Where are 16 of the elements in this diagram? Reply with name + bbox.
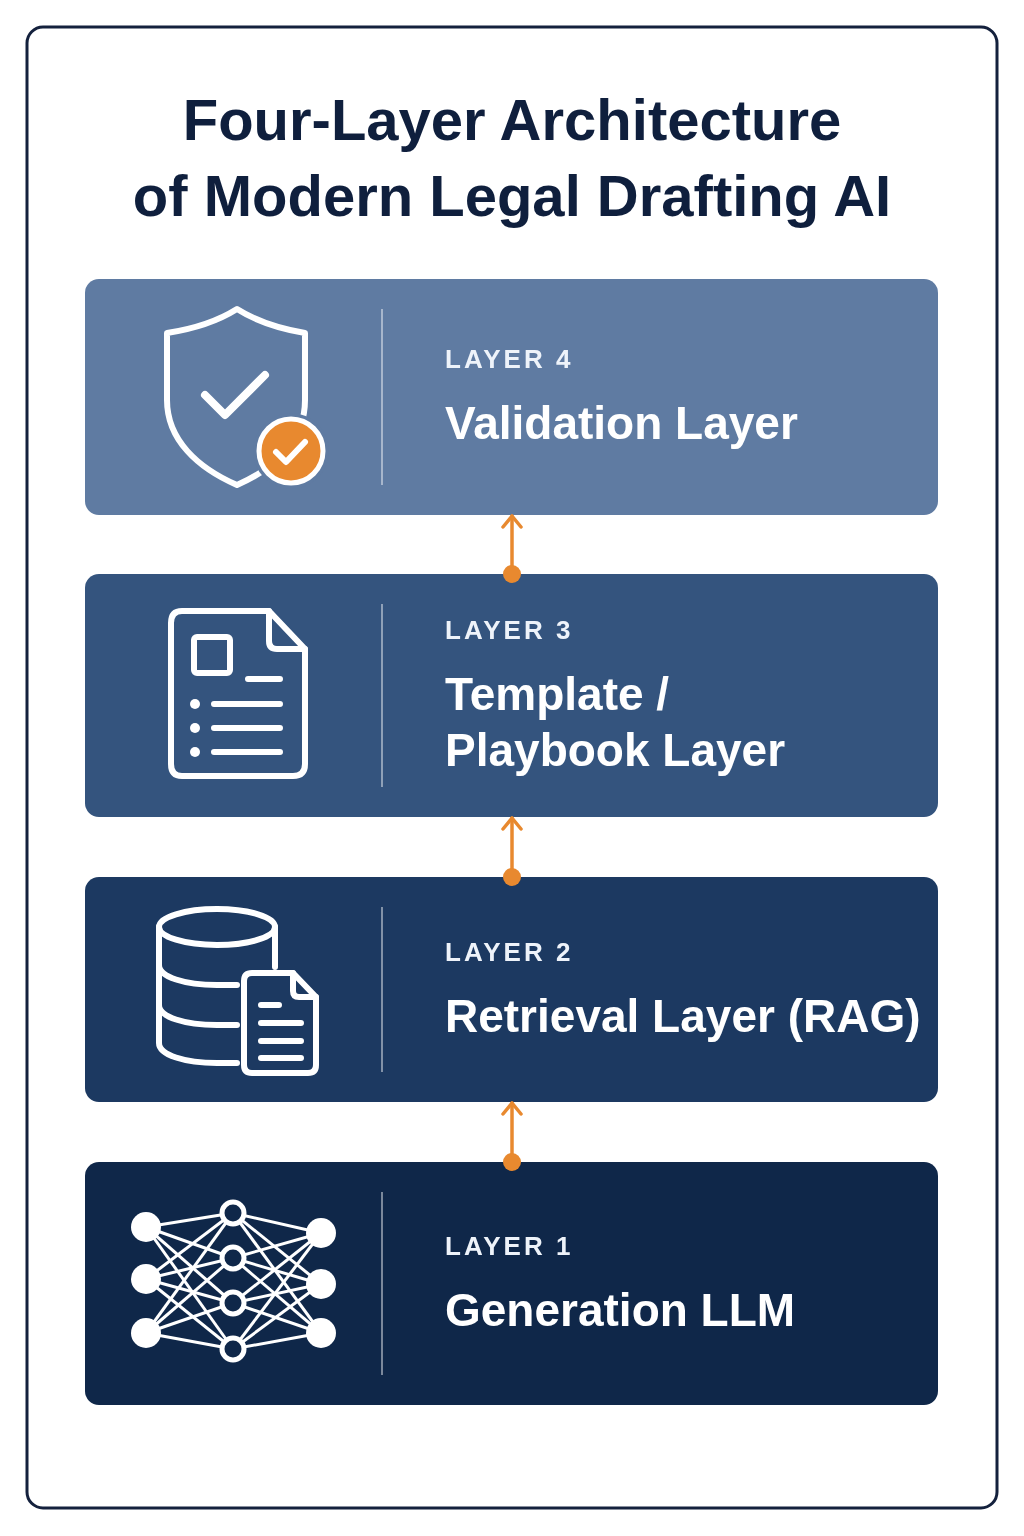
arrow — [501, 514, 523, 583]
layer-label: LAYER 4 — [445, 343, 574, 375]
layer-box — [85, 877, 938, 1102]
layer-label: LAYER 3 — [445, 613, 574, 646]
layer-label: LAYER 2 — [445, 935, 574, 968]
layer-box — [85, 574, 938, 817]
layer-label: LAYER 1 — [445, 1229, 574, 1262]
arrow — [501, 1101, 523, 1171]
layer-title: Generation LLM — [445, 1282, 796, 1338]
title: Four-Layer Architecture of Modern Legal Drafting AI — [131, 86, 893, 230]
layer-box — [85, 1162, 938, 1405]
layer-title: Validation Layer — [445, 396, 798, 451]
layer-title: Retrieval Layer (RAG) — [445, 988, 921, 1044]
layer-box — [85, 279, 938, 515]
arrow — [501, 816, 523, 886]
layer-title: Template / Playbook Layer — [445, 666, 787, 778]
